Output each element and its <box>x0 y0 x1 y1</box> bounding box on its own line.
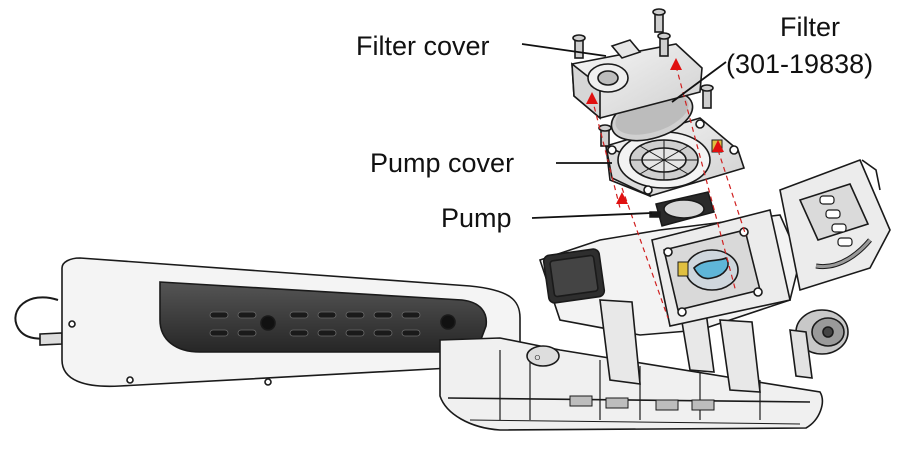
arrow-icon <box>586 92 598 104</box>
instrument-body: ഠ <box>14 158 891 431</box>
leader-filter-cover <box>521 43 607 57</box>
guide-line <box>675 65 737 293</box>
pump-label: Pump <box>441 203 512 233</box>
guide-line <box>591 97 621 209</box>
arrow-icon <box>616 192 628 204</box>
pump-cover-label: Pump cover <box>370 148 515 178</box>
leader-pump <box>531 212 653 219</box>
arrow-icon <box>670 58 682 70</box>
hanging-loop <box>14 296 61 340</box>
filter-cover-label: Filter cover <box>356 31 490 61</box>
pump <box>649 191 715 227</box>
leader-filter <box>671 61 727 103</box>
filter-label: Filter <box>780 12 840 42</box>
filter-part-number-label: (301-19838) <box>726 49 874 79</box>
guide-line <box>717 149 747 237</box>
guide-line <box>621 187 669 319</box>
assembly-guides <box>591 65 747 319</box>
assembly-arrows <box>586 58 724 204</box>
arrow-icon <box>712 140 724 152</box>
svg-text:ഠ: ഠ <box>534 353 540 363</box>
leader-lines <box>521 43 727 219</box>
filter-cover <box>571 8 714 147</box>
